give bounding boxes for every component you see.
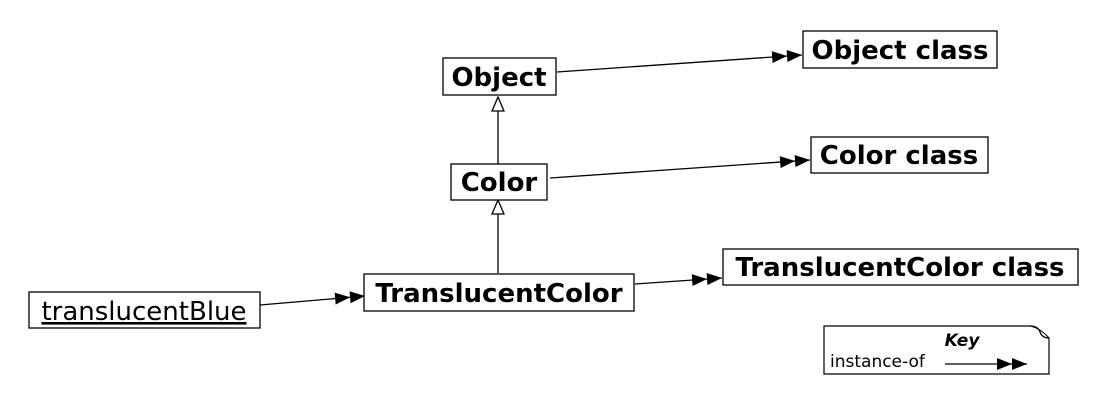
node-object: Object [442, 57, 557, 96]
key-title: Key [945, 331, 981, 351]
key-instance-of-label: instance-of [830, 352, 926, 372]
instance-of-arrow-translucentcolor [634, 273, 723, 287]
node-translucentcolor: TranslucentColor [363, 273, 635, 312]
node-translucentcolor-label: TranslucentColor [375, 279, 622, 309]
node-color-label: Color [461, 168, 538, 198]
node-color-class-label: Color class [820, 141, 978, 171]
node-color: Color [450, 163, 548, 201]
node-object-class: Object class [802, 30, 998, 69]
instance-of-arrow-translucentblue [259, 291, 366, 306]
node-translucentcolor-class: TranslucentColor class [722, 248, 1079, 286]
key-legend: Key instance-of [823, 325, 1050, 375]
node-color-class: Color class [810, 136, 989, 174]
node-translucentblue: translucentBlue [28, 291, 261, 329]
instance-of-arrow-object [556, 50, 803, 73]
node-translucentcolor-class-label: TranslucentColor class [735, 253, 1064, 283]
node-object-label: Object [451, 63, 546, 93]
instance-of-arrow-color [549, 155, 811, 179]
node-object-class-label: Object class [812, 36, 989, 66]
node-translucentblue-label: translucentBlue [41, 297, 246, 327]
